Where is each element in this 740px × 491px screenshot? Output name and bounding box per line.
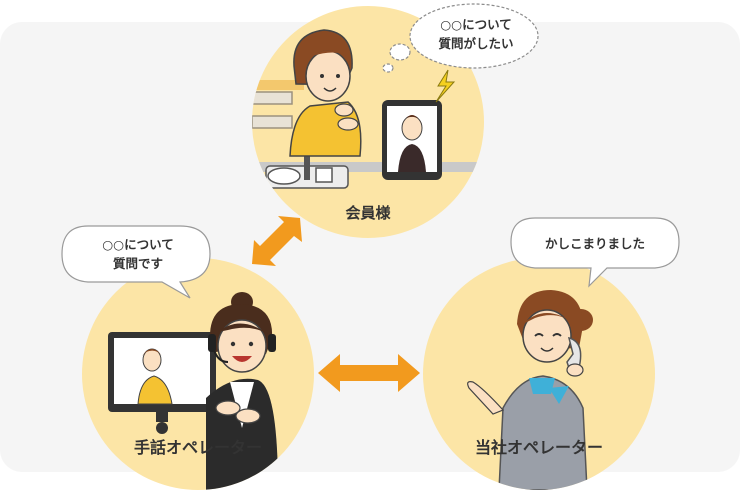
- member-thought-line2: 質問がしたい: [424, 34, 528, 53]
- sign-operator-speech-line2: 質問です: [68, 254, 208, 273]
- member-sign-operator-arrow: [248, 210, 310, 272]
- sign-operator-speech-text: ○○について 質問です: [68, 235, 208, 273]
- sign-operator-speech-line1: ○○について: [68, 235, 208, 254]
- member-thought-text: ○○について 質問がしたい: [424, 15, 528, 53]
- sign-operator-label: 手話オペレーター: [82, 434, 314, 458]
- company-operator-circle: 当社オペレーター: [423, 258, 655, 490]
- company-operator-speech-line1: かしこまりました: [511, 234, 679, 253]
- company-operator-label: 当社オペレーター: [423, 434, 655, 458]
- company-operator-speech-text: かしこまりました: [511, 234, 679, 253]
- sign-company-operator-arrow: [316, 350, 422, 396]
- member-thought-line1: ○○について: [424, 15, 528, 34]
